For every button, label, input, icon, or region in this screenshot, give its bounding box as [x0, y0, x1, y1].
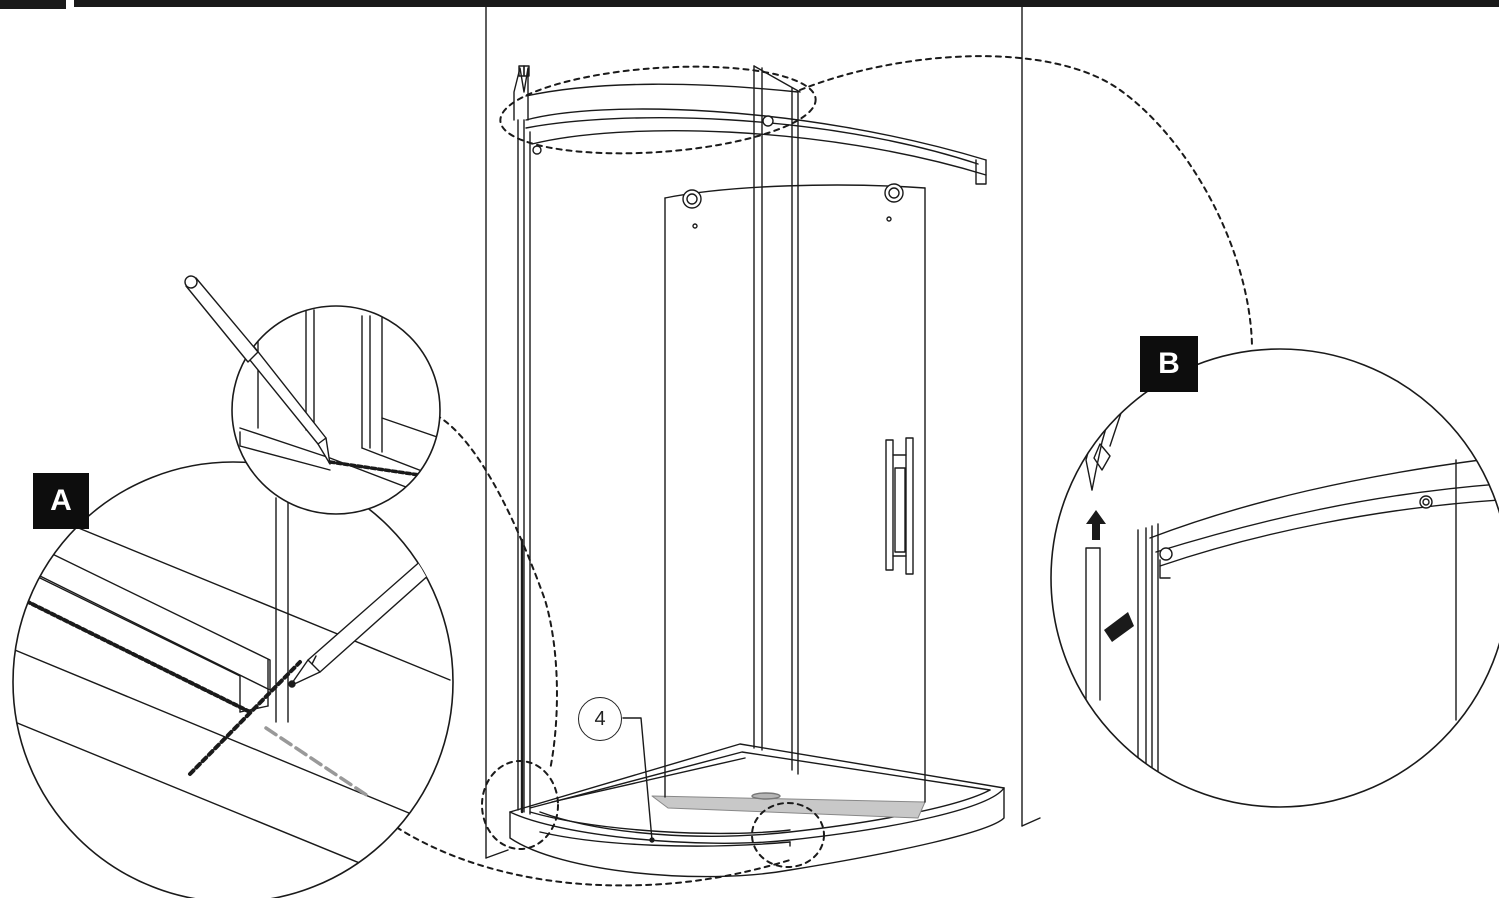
wall-profile [513, 65, 531, 815]
part-4-leader [622, 717, 655, 843]
curved-glass [529, 811, 791, 835]
sliding-door [664, 183, 926, 803]
detail-a-view [12, 461, 454, 898]
detail-a-zoom [184, 275, 441, 515]
wall-corner [485, 6, 1041, 859]
shower-tray [509, 743, 1005, 878]
part-number-badge: 4 [578, 697, 622, 741]
pencil-top-icon [184, 275, 259, 363]
connector-lines [379, 55, 1253, 887]
top-rail [525, 83, 987, 185]
header-bar [0, 0, 1499, 9]
detail-rings [481, 65, 825, 868]
detail-a-label: A [33, 473, 89, 529]
pencil-small-icon [232, 306, 331, 465]
detail-b-view [1050, 348, 1499, 808]
detail-b-label: B [1140, 336, 1198, 392]
fixed-panel [753, 65, 801, 775]
